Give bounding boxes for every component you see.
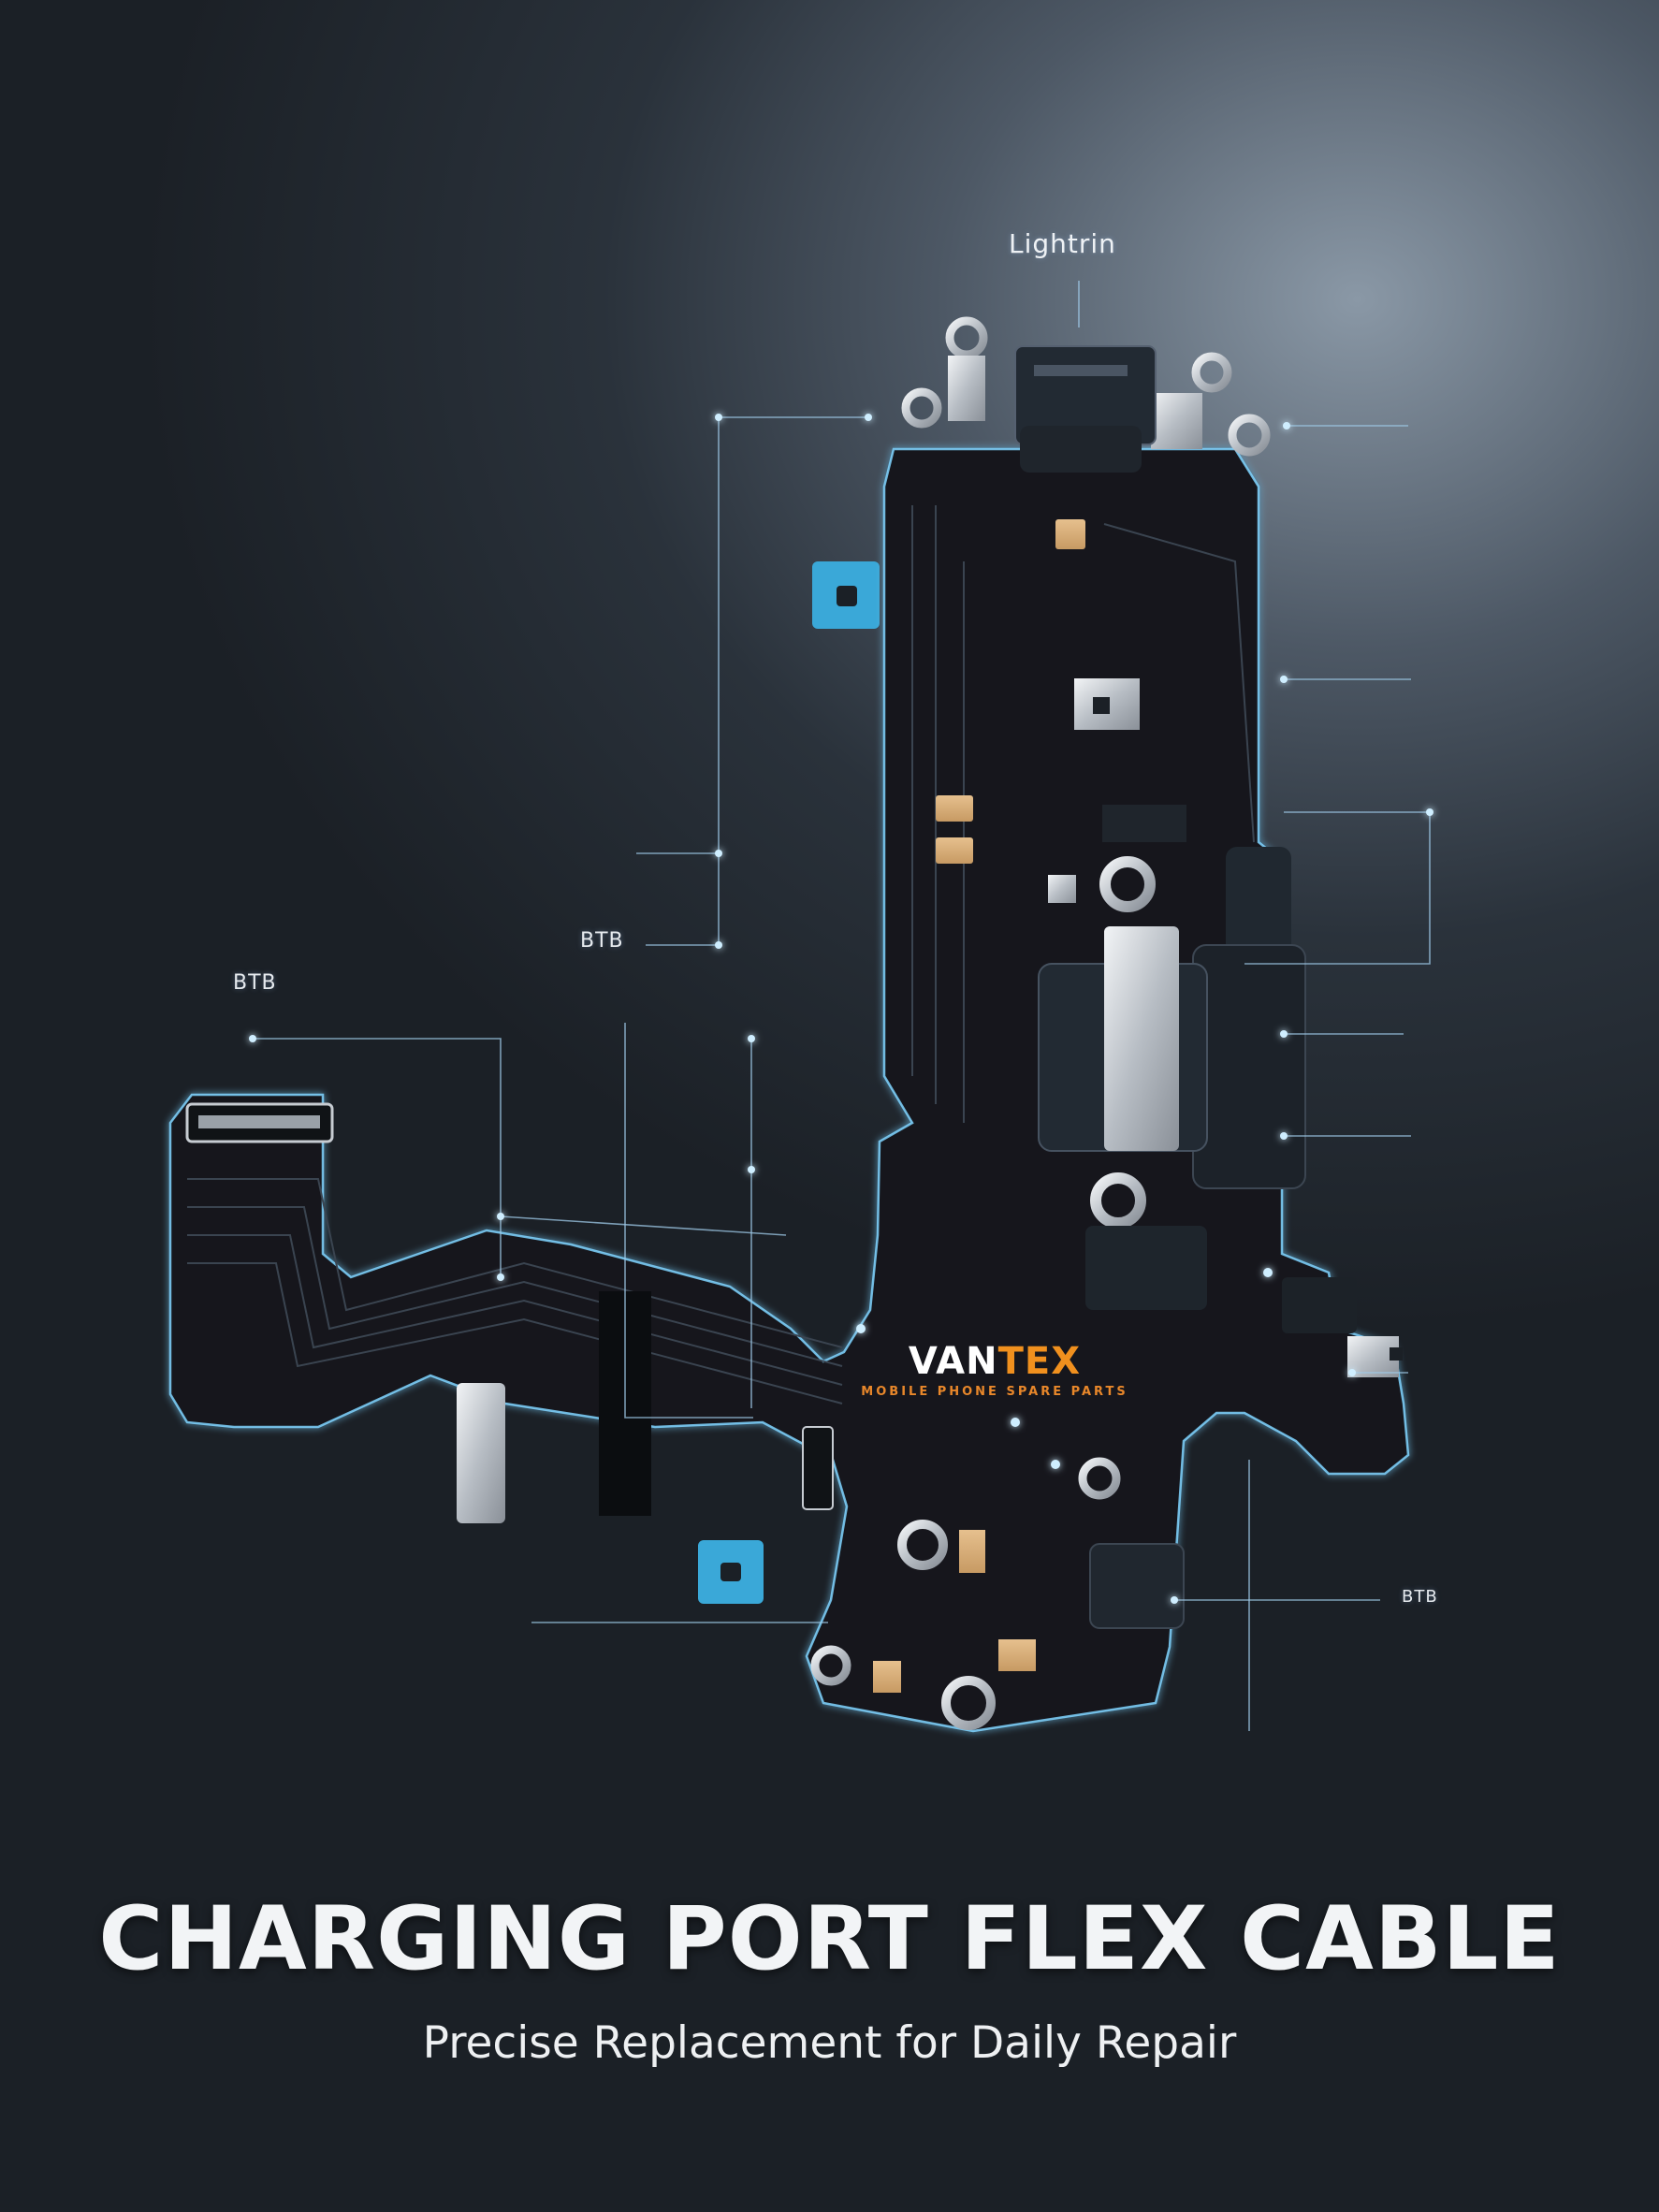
brand-name: VANTEX	[859, 1340, 1130, 1383]
brand-name-part2: TEX	[997, 1340, 1082, 1383]
brand-tagline: MOBILE PHONE SPARE PARTS	[861, 1385, 1128, 1399]
adhesive-tabs	[698, 561, 880, 1604]
brand-logo: VANTEX MOBILE PHONE SPARE PARTS	[859, 1340, 1130, 1399]
brand-name-part1: VAN	[908, 1340, 998, 1383]
components	[185, 519, 1403, 1730]
callout-btb-left: BTB	[233, 971, 277, 995]
callout-lightning: Lightrin	[1009, 228, 1116, 259]
product-title: CHARGING PORT FLEX CABLE	[98, 1888, 1561, 1990]
callout-nodes	[249, 414, 1433, 1604]
callout-btb-mid: BTB	[580, 929, 624, 953]
callout-btb-right: BTB	[1402, 1587, 1438, 1607]
top-connector	[901, 316, 1271, 473]
product-subtitle: Precise Replacement for Daily Repair	[422, 2017, 1237, 2069]
